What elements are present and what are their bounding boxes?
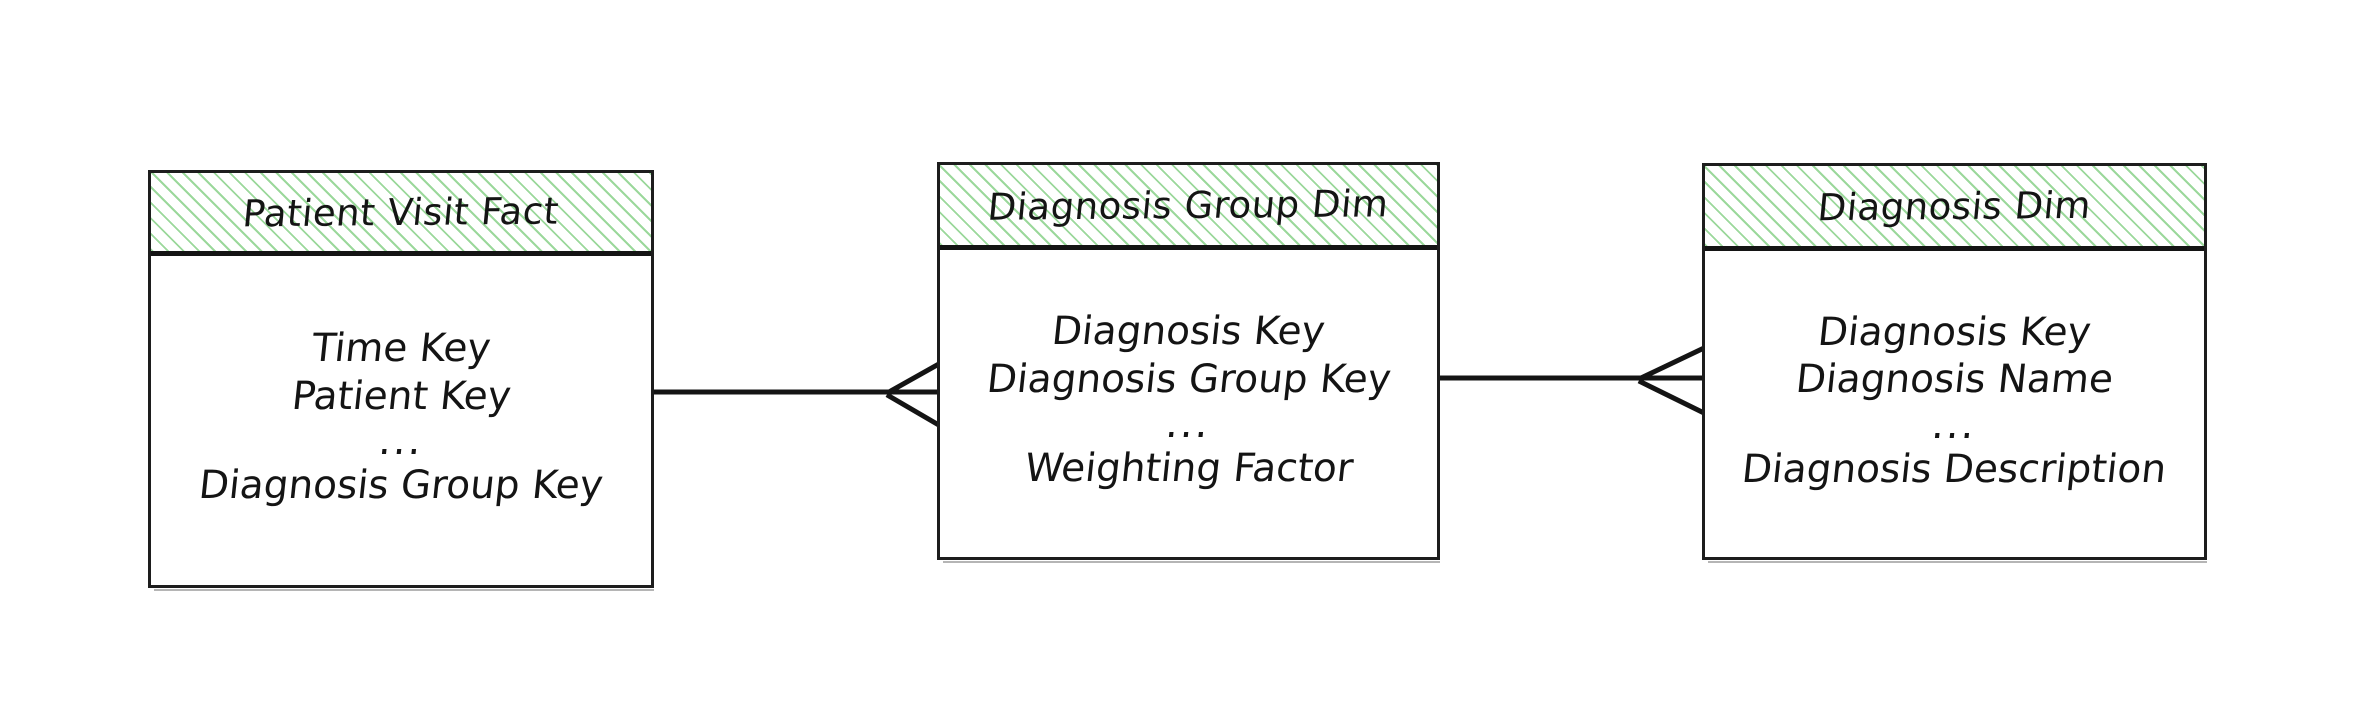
entity-diagnosis-dim[interactable]: Diagnosis Dim Diagnosis Key Diagnosis Na… — [1702, 163, 2207, 563]
attribute-row-ellipsis: ... — [1930, 401, 1979, 448]
attribute-row: Time Key — [309, 326, 493, 372]
attribute-row: Diagnosis Group Key — [984, 356, 1393, 402]
attribute-row: Diagnosis Key — [1815, 309, 2094, 355]
entity-title: Patient Visit Fact — [240, 189, 562, 235]
attribute-row-ellipsis: ... — [376, 418, 426, 465]
attribute-row: Diagnosis Description — [1740, 446, 2169, 492]
entity-attributes-diagnosis-group-dim: Diagnosis Key Diagnosis Group Key ... We… — [940, 250, 1437, 557]
attribute-row: Diagnosis Group Key — [196, 463, 606, 509]
crowsfoot-many-diagnosis-group-dim — [885, 361, 941, 428]
entity-attributes-patient-visit-fact: Time Key Patient Key ... Diagnosis Group… — [151, 256, 651, 585]
entity-header-patient-visit-fact: Patient Visit Fact — [151, 173, 651, 256]
entity-title: Diagnosis Dim — [1815, 183, 2094, 229]
entity-diagnosis-group-dim[interactable]: Diagnosis Group Dim Diagnosis Key Diagno… — [937, 162, 1440, 563]
entity-header-diagnosis-group-dim: Diagnosis Group Dim — [940, 165, 1437, 250]
entity-header-diagnosis-dim: Diagnosis Dim — [1705, 166, 2204, 251]
connector-fact-to-group — [649, 361, 941, 428]
attribute-row-ellipsis: ... — [1164, 401, 1213, 448]
crowsfoot-many-diagnosis-dim — [1637, 345, 1706, 416]
entity-title: Diagnosis Group Dim — [986, 181, 1391, 229]
entity-attributes-diagnosis-dim: Diagnosis Key Diagnosis Name ... Diagnos… — [1705, 251, 2204, 557]
attribute-row: Weighting Factor — [1022, 446, 1355, 492]
attribute-row: Diagnosis Name — [1793, 357, 2116, 403]
attribute-row: Patient Key — [289, 373, 513, 419]
attribute-row: Diagnosis Key — [1049, 309, 1328, 355]
entity-patient-visit-fact[interactable]: Patient Visit Fact Time Key Patient Key … — [148, 170, 654, 591]
connector-group-to-diagnosis — [1437, 345, 1706, 416]
